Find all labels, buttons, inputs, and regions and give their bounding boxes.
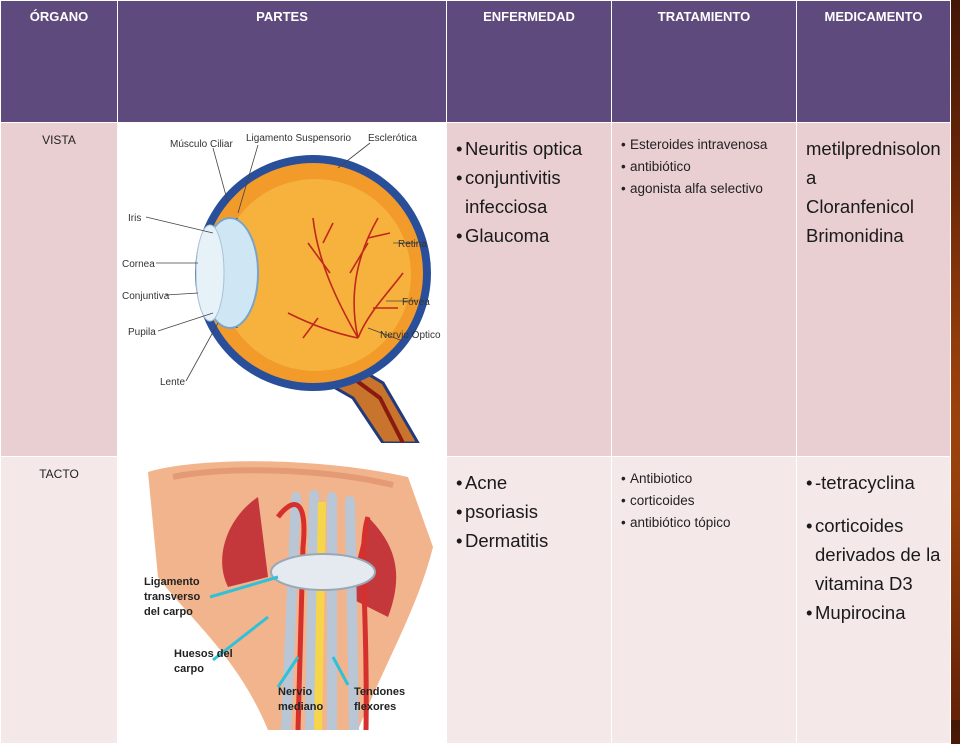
disease-list: Neuritis optica conjuntivitis infecciosa… [448, 124, 610, 250]
list-item: conjuntivitis infecciosa [456, 163, 604, 221]
list-item: Esteroides intravenosa [621, 134, 789, 156]
organ-cell: VISTA [0, 122, 118, 457]
header-row: ÓRGANO PARTES ENFERMEDAD TRATAMIENTO MED… [0, 0, 951, 123]
wrist-label-nervio-2: mediano [278, 701, 324, 713]
list-item: -tetracyclina [806, 468, 943, 497]
wrist-label-tendones-1: Tendones [354, 686, 405, 698]
wrist-label-ligamento-2: transverso [144, 591, 201, 603]
eye-label-retina: Retina [398, 239, 427, 250]
treatment-cell: Esteroides intravenosa antibiótico agoni… [611, 122, 797, 457]
disease-list: Acne psoriasis Dermatitis [448, 458, 610, 555]
wrist-label-tendones-2: flexores [354, 701, 396, 713]
organ-cell: TACTO [0, 456, 118, 744]
eye-label-lente: Lente [160, 377, 185, 388]
disease-cell: Neuritis optica conjuntivitis infecciosa… [446, 122, 612, 457]
list-item: corticoides derivados de la vitamina D3 [806, 511, 943, 598]
list-item: Neuritis optica [456, 134, 604, 163]
header-enfermedad: ENFERMEDAD [446, 0, 612, 123]
table-row: TACTO [0, 456, 951, 744]
list-item: Acne [456, 468, 604, 497]
eye-diagram-image: Músculo Ciliar Ligamento Suspensorio Esc… [122, 133, 441, 445]
list-item: Dermatitis [456, 526, 604, 555]
eye-label-ciliar: Músculo Ciliar [170, 139, 233, 150]
list-item: psoriasis [456, 497, 604, 526]
eye-label-fovea: Fóvea [402, 297, 430, 308]
wrist-label-ligamento-3: del carpo [144, 606, 193, 618]
list-item: antibiótico [621, 156, 789, 178]
eye-label-esclerotica: Esclerótica [368, 133, 417, 144]
treatment-list: Antibiotico corticoides antibiótico tópi… [613, 458, 795, 534]
medication-list: metilprednisolona Cloranfenicol Brimonid… [798, 124, 949, 250]
wrist-label-nervio-1: Nervio [278, 686, 313, 698]
list-item: corticoides [621, 490, 789, 512]
list-item: Mupirocina [806, 598, 943, 627]
list-item: agonista alfa selectivo [621, 178, 789, 200]
wrist-diagram-cell: Ligamento transverso del carpo Huesos de… [117, 456, 447, 744]
medication-text: Cloranfenicol [806, 196, 914, 217]
disease-cell: Acne psoriasis Dermatitis [446, 456, 612, 744]
wrist-label-huesos-2: carpo [174, 663, 204, 675]
header-organo: ÓRGANO [0, 0, 118, 123]
medication-text: Brimonidina [806, 225, 904, 246]
medication-list: -tetracyclina corticoides derivados de l… [798, 458, 949, 627]
eye-label-ligamento: Ligamento Suspensorio [246, 133, 352, 144]
eye-label-iris: Iris [128, 213, 141, 224]
header-tratamiento: TRATAMIENTO [611, 0, 797, 123]
header-medicamento: MEDICAMENTO [796, 0, 951, 123]
wrist-label-huesos-1: Huesos del [174, 648, 233, 660]
list-item: Glaucoma [456, 221, 604, 250]
eye-label-conjuntiva: Conjuntiva [122, 291, 170, 302]
eye-label-pupila: Pupila [128, 327, 156, 338]
wrist-diagram-image: Ligamento transverso del carpo Huesos de… [144, 461, 433, 735]
header-partes: PARTES [117, 0, 447, 123]
eye-label-nervio: Nervio Óptico [380, 328, 441, 341]
eye-label-cornea: Cornea [122, 259, 155, 270]
wrist-label-ligamento-1: Ligamento [144, 576, 200, 588]
list-item: Antibiotico [621, 468, 789, 490]
medication-cell: -tetracyclina corticoides derivados de l… [796, 456, 951, 744]
medication-text: metilprednisolona [806, 138, 941, 188]
eye-diagram-cell: Músculo Ciliar Ligamento Suspensorio Esc… [117, 122, 447, 457]
list-item: antibiótico tópico [621, 512, 789, 534]
treatment-cell: Antibiotico corticoides antibiótico tópi… [611, 456, 797, 744]
table-row: VISTA [0, 122, 951, 457]
treatment-list: Esteroides intravenosa antibiótico agoni… [613, 124, 795, 200]
medication-cell: metilprednisolona Cloranfenicol Brimonid… [796, 122, 951, 457]
